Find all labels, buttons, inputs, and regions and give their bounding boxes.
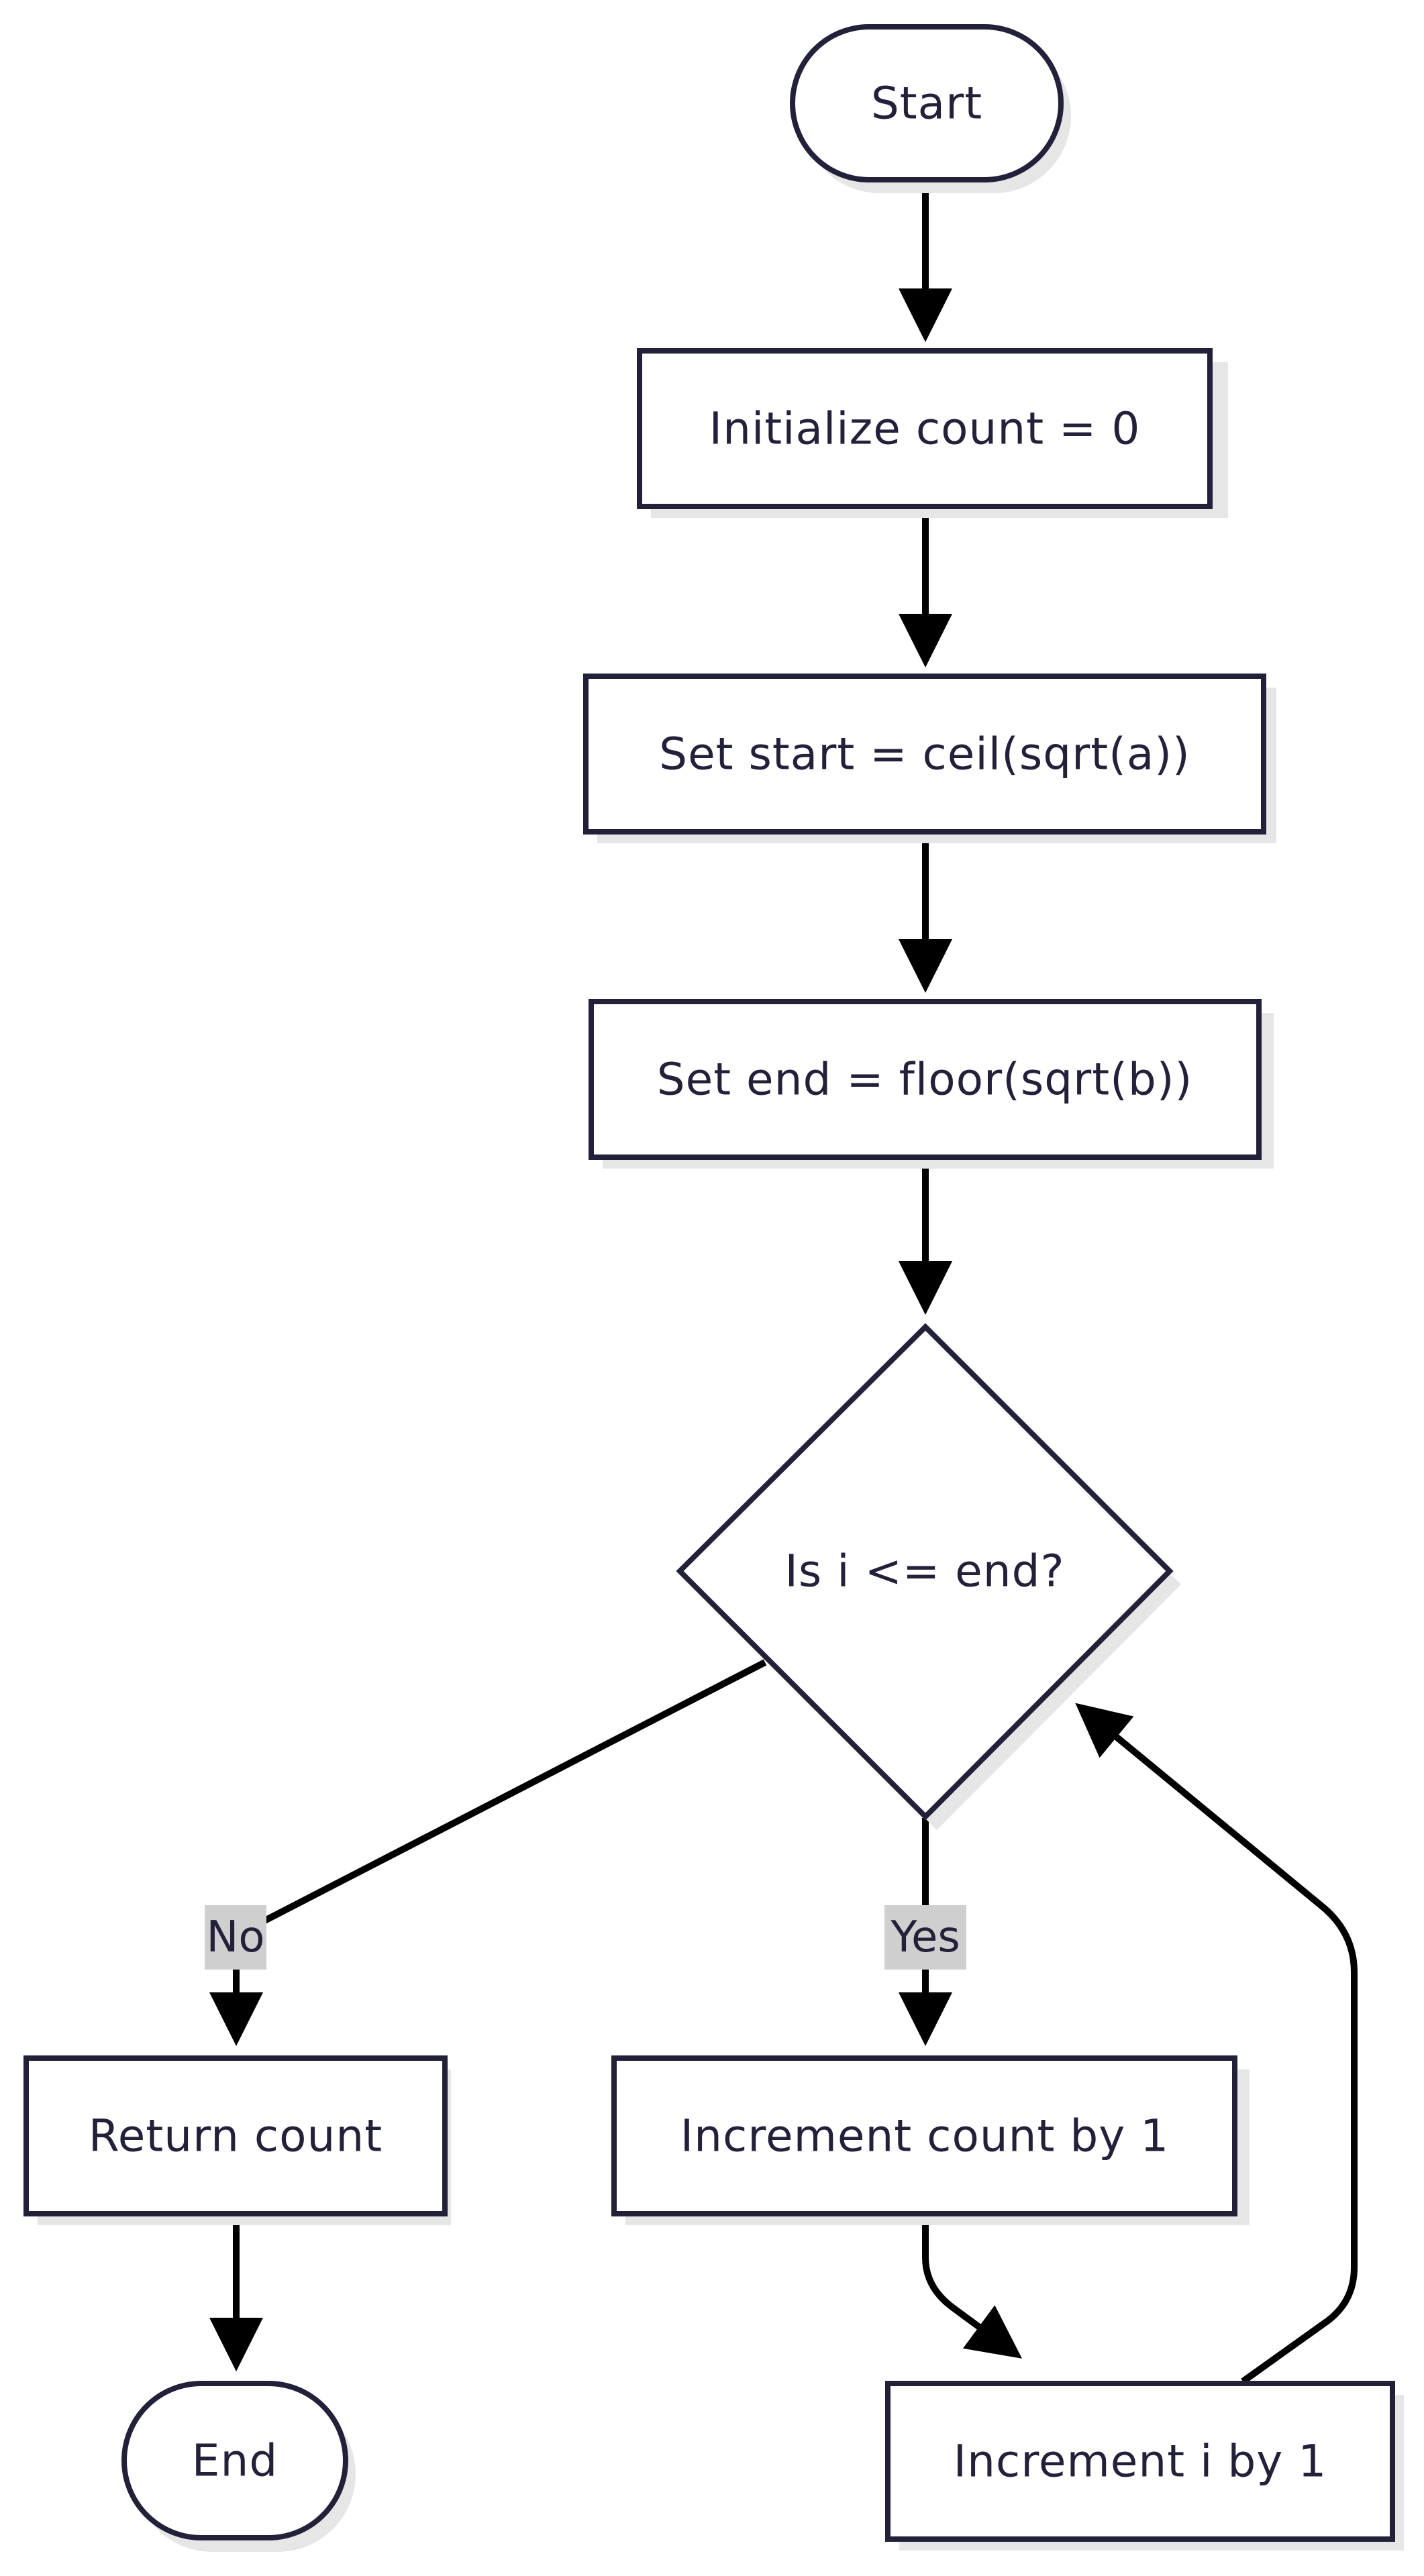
edge-decision-no	[209, 1659, 767, 2046]
edge-label-yes-text: Yes	[890, 1913, 960, 1962]
node-decision[interactable]: Is i <= end?	[676, 1323, 1181, 1830]
node-inc-i-label: Increment i by 1	[954, 2436, 1327, 2487]
node-end[interactable]: End	[121, 2381, 356, 2552]
node-init-count-label: Initialize count = 0	[709, 403, 1141, 455]
node-return-count-label: Return count	[89, 2110, 383, 2162]
node-inc-i[interactable]: Increment i by 1	[885, 2381, 1404, 2551]
edge-label-no: No	[205, 1905, 266, 1970]
edge-label-no-text: No	[206, 1913, 264, 1962]
node-inc-count-label: Increment count by 1	[680, 2110, 1170, 2162]
node-start[interactable]: Start	[790, 24, 1071, 193]
node-init-count[interactable]: Initialize count = 0	[637, 348, 1228, 518]
node-end-label: End	[192, 2435, 278, 2487]
node-set-end[interactable]: Set end = floor(sqrt(b))	[589, 999, 1274, 1169]
node-decision-label: Is i <= end?	[784, 1546, 1064, 1597]
node-set-start-label: Set start = ceil(sqrt(a))	[659, 729, 1190, 780]
edge-inc-count-to-inc-i	[922, 2214, 1023, 2359]
node-set-start[interactable]: Set start = ceil(sqrt(a))	[583, 674, 1276, 843]
node-set-end-label: Set end = floor(sqrt(b))	[657, 1054, 1193, 1106]
edge-label-yes: Yes	[884, 1905, 966, 1970]
node-return-count[interactable]: Return count	[23, 2055, 451, 2225]
edge-inc-i-loop-back	[1075, 1703, 1358, 2385]
node-inc-count[interactable]: Increment count by 1	[611, 2055, 1250, 2225]
node-start-label: Start	[871, 78, 982, 129]
